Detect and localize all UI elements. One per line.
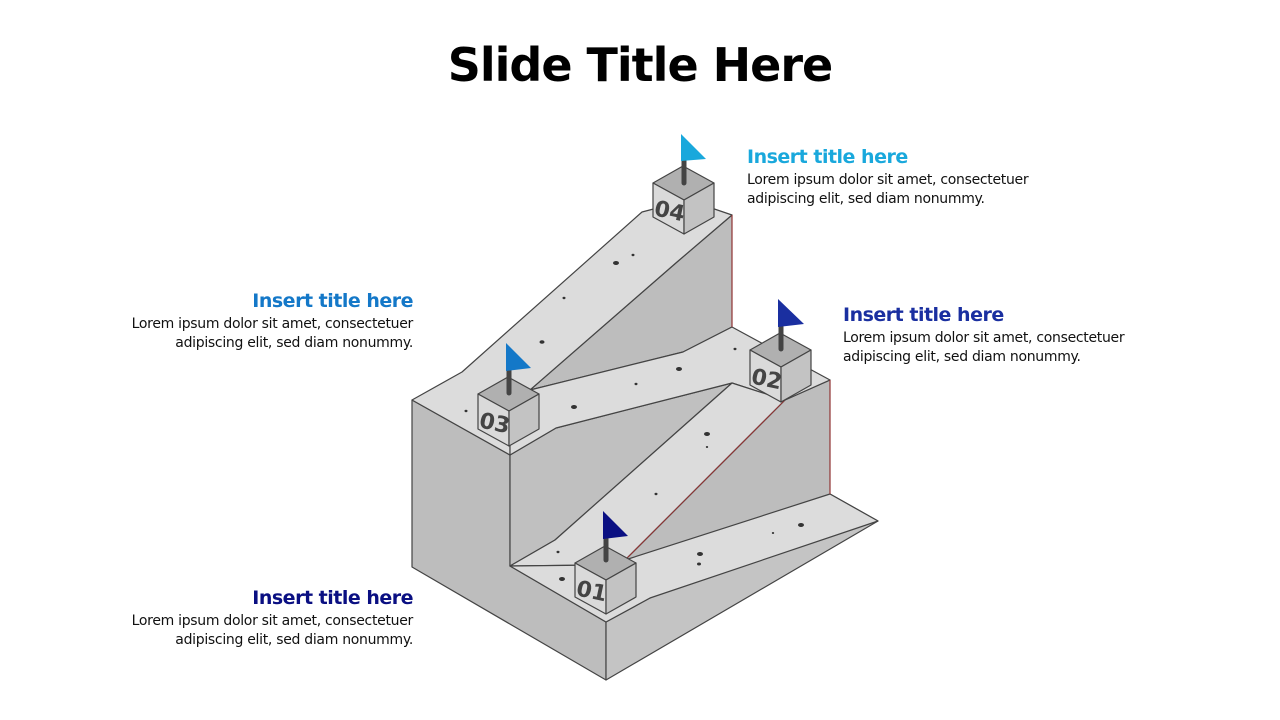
callout-step-04: Insert title here Lorem ipsum dolor sit … [747, 145, 1147, 209]
marker-04[interactable]: 04 [652, 134, 715, 235]
callout-body-04: Lorem ipsum dolor sit amet, consectetuer… [747, 172, 1029, 207]
step-number-02: 02 [749, 364, 784, 395]
callout-title-02: Insert title here [843, 304, 1004, 326]
callout-title-04: Insert title here [747, 146, 908, 168]
marker-03[interactable]: 03 [477, 343, 540, 447]
marker-01[interactable]: 01 [574, 511, 637, 615]
callout-step-03: Insert title here Lorem ipsum dolor sit … [13, 289, 414, 353]
surface-dots [464, 253, 804, 581]
step-number-04: 04 [652, 196, 687, 227]
callout-body-03: Lorem ipsum dolor sit amet, consectetuer… [131, 316, 414, 351]
callout-body-02: Lorem ipsum dolor sit amet, consectetuer… [843, 330, 1125, 365]
flag-02-icon [778, 299, 804, 327]
marker-02[interactable]: 02 [749, 299, 812, 403]
slide-title: Slide Title Here [447, 38, 834, 92]
flag-03-icon [506, 343, 531, 371]
flag-01-icon [603, 511, 628, 539]
flag-04-icon [681, 134, 706, 161]
step-number-03: 03 [477, 408, 512, 439]
callout-step-02: Insert title here Lorem ipsum dolor sit … [843, 303, 1243, 367]
callout-body-01: Lorem ipsum dolor sit amet, consectetuer… [131, 613, 414, 648]
callout-step-01: Insert title here Lorem ipsum dolor sit … [13, 586, 414, 650]
callout-title-03: Insert title here [252, 290, 413, 312]
callout-title-01: Insert title here [252, 587, 413, 609]
step-number-01: 01 [574, 576, 609, 607]
